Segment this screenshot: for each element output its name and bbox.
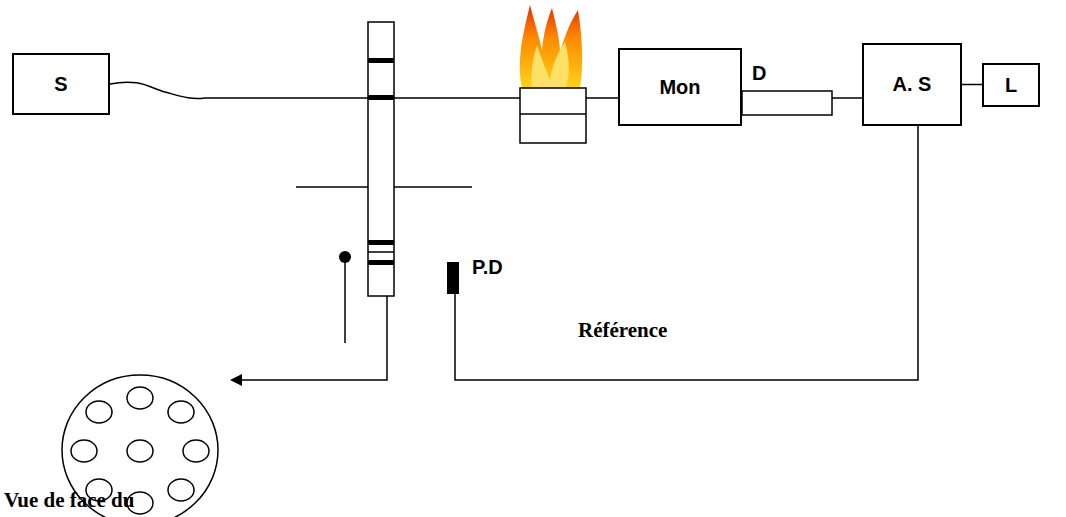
view-arrow <box>230 296 387 386</box>
monochromator-box: Mon <box>618 48 742 126</box>
view-caption: Vue de face du <box>4 488 134 513</box>
photodiode <box>447 262 459 294</box>
photodiode-label: P.D <box>472 256 503 279</box>
pin <box>339 251 351 343</box>
box-label: L <box>1005 74 1017 97</box>
box-label: Mon <box>659 76 700 99</box>
reference-wire <box>455 126 918 380</box>
box-label: S <box>54 73 67 96</box>
chopper-disc <box>368 22 394 296</box>
reference-label: Référence <box>578 318 667 343</box>
box-label: A. S <box>893 73 932 96</box>
beam-connector <box>962 84 982 85</box>
amplifier-box: A. S <box>862 43 962 126</box>
burner-flame <box>520 5 586 143</box>
connector-line <box>962 84 982 86</box>
detector <box>742 91 832 115</box>
readout-box: L <box>982 63 1040 107</box>
source-box: S <box>12 53 110 115</box>
detector-label: D <box>752 62 766 85</box>
